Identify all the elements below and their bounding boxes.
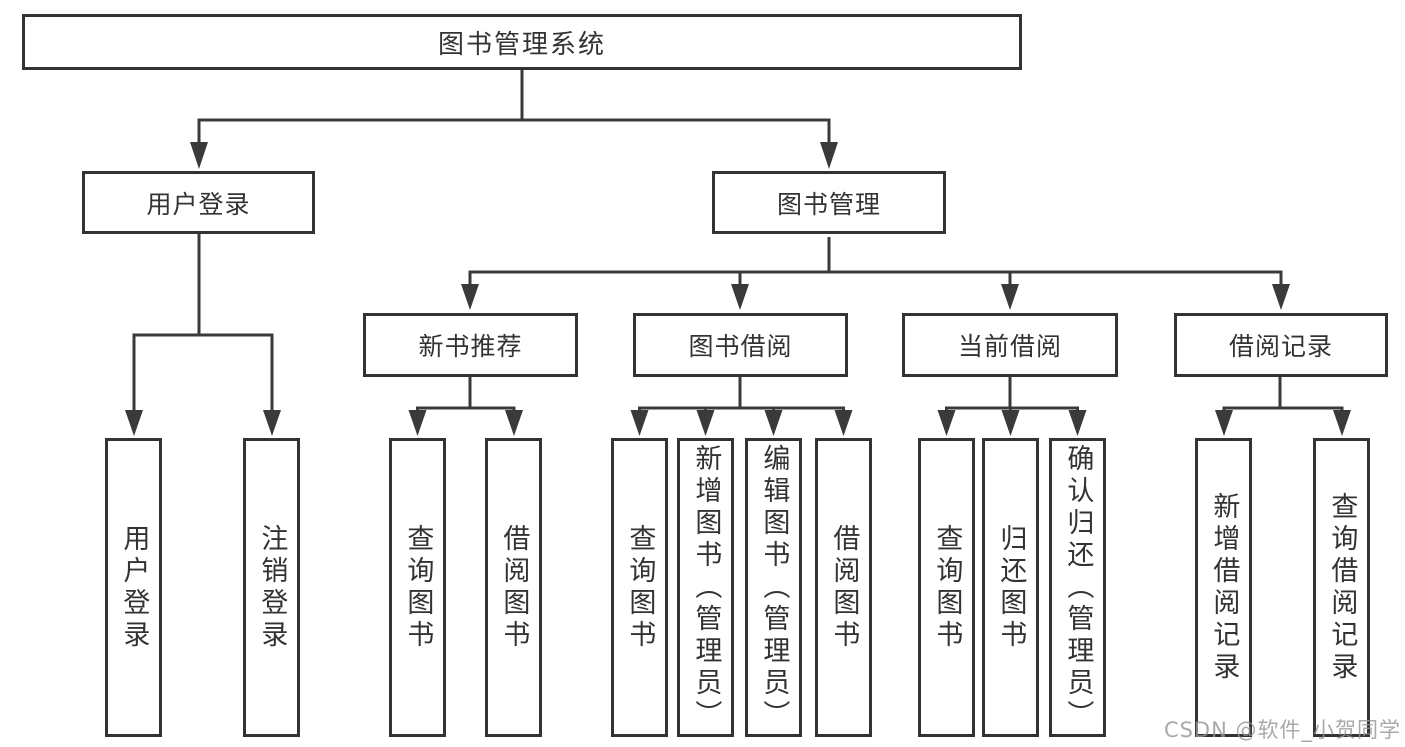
node-label: 当前借阅 bbox=[957, 332, 1062, 361]
node-label: 新书推荐 bbox=[418, 332, 523, 361]
leaf-add-books-admin: 新增图书（管理员） bbox=[677, 438, 734, 737]
leaf-label: 查询借阅记录 bbox=[1326, 491, 1358, 684]
leaf-user-login: 用户登录 bbox=[105, 438, 162, 737]
leaf-label: 借阅图书 bbox=[498, 523, 530, 652]
leaf-label: 新增借阅记录 bbox=[1208, 491, 1240, 684]
leaf-query-books-current: 查询图书 bbox=[918, 438, 975, 737]
node-book-borrow: 图书借阅 bbox=[633, 313, 848, 377]
node-label: 图书借阅 bbox=[688, 332, 793, 361]
leaf-add-borrow-record: 新增借阅记录 bbox=[1195, 438, 1252, 737]
leaf-label: 查询图书 bbox=[624, 523, 656, 652]
leaf-borrow-books: 借阅图书 bbox=[815, 438, 872, 737]
leaf-label: 编辑图书（管理员） bbox=[758, 443, 790, 732]
leaf-label: 用户登录 bbox=[118, 523, 150, 652]
node-new-book-recommend: 新书推荐 bbox=[363, 313, 578, 377]
node-book-management: 图书管理 bbox=[712, 171, 946, 234]
node-label: 图书管理系统 bbox=[437, 29, 606, 60]
node-user-login: 用户登录 bbox=[82, 171, 315, 234]
csdn-watermark: CSDN @软件_小贺同学 bbox=[1163, 718, 1401, 742]
leaf-query-books-borrow: 查询图书 bbox=[611, 438, 668, 737]
node-label: 用户登录 bbox=[146, 189, 251, 219]
node-library-management-system: 图书管理系统 bbox=[22, 14, 1022, 70]
node-current-borrow: 当前借阅 bbox=[902, 313, 1118, 377]
leaf-label: 查询图书 bbox=[931, 523, 963, 652]
node-label: 图书管理 bbox=[776, 189, 881, 219]
leaf-label: 查询图书 bbox=[402, 523, 434, 652]
leaf-label: 归还图书 bbox=[995, 523, 1027, 652]
node-borrow-records: 借阅记录 bbox=[1174, 313, 1388, 377]
leaf-return-books: 归还图书 bbox=[982, 438, 1039, 737]
leaf-query-borrow-record: 查询借阅记录 bbox=[1313, 438, 1370, 737]
leaf-confirm-return-admin: 确认归还（管理员） bbox=[1049, 438, 1106, 737]
leaf-label: 借阅图书 bbox=[828, 523, 860, 652]
leaf-label: 注销登录 bbox=[256, 523, 288, 652]
leaf-edit-books-admin: 编辑图书（管理员） bbox=[745, 438, 802, 737]
leaf-borrow-books-recommend: 借阅图书 bbox=[485, 438, 542, 737]
leaf-label: 确认归还（管理员） bbox=[1062, 443, 1094, 732]
leaf-label: 新增图书（管理员） bbox=[690, 443, 722, 732]
leaf-logout: 注销登录 bbox=[243, 438, 300, 737]
node-label: 借阅记录 bbox=[1228, 332, 1333, 361]
leaf-query-books-recommend: 查询图书 bbox=[389, 438, 446, 737]
